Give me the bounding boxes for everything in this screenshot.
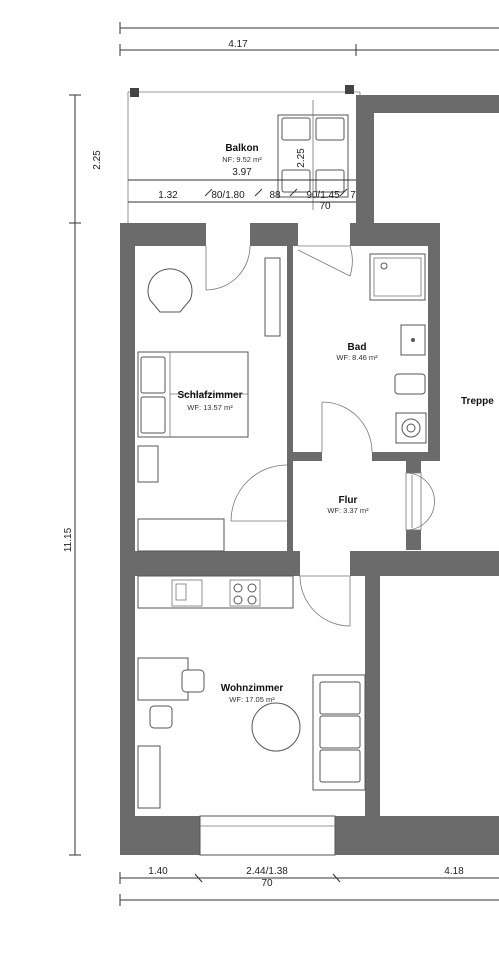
balkon-label: Balkon bbox=[225, 143, 258, 154]
dim-balcony-table: 2.25 bbox=[296, 148, 307, 168]
dim-balcony-seg-6: 70 bbox=[319, 201, 331, 212]
sink bbox=[400, 324, 426, 356]
dim-left-height: 11.15 bbox=[63, 527, 74, 552]
dim-bottom-seg-1: 1.40 bbox=[148, 866, 168, 877]
balcony-post-right bbox=[345, 85, 354, 94]
treppe-label: Treppe bbox=[461, 396, 494, 407]
dim-balcony-seg-2: 80/1.80 bbox=[211, 190, 245, 201]
wohnzimmer-area: WF: 17.05 m² bbox=[229, 695, 275, 704]
dim-balcony-seg-3: 88 bbox=[269, 190, 281, 201]
shower bbox=[369, 253, 426, 301]
walls bbox=[120, 95, 499, 856]
dim-balcony-depth: 2.25 bbox=[92, 150, 103, 170]
balcony-post-left bbox=[130, 88, 139, 97]
wohnzimmer-label: Wohnzimmer bbox=[221, 683, 284, 694]
toilet bbox=[394, 373, 426, 395]
sideboard bbox=[137, 745, 161, 809]
armchair bbox=[147, 268, 193, 313]
top-dimensions: 4.17 bbox=[119, 22, 499, 56]
left-dimensions: 2.25 11.15 bbox=[63, 94, 103, 856]
living-window bbox=[199, 815, 336, 856]
dim-bottom-seg-2: 2.44/1.38 bbox=[246, 866, 288, 877]
kitchen-counter bbox=[137, 575, 294, 609]
bad-label: Bad bbox=[348, 342, 367, 353]
dim-balcony-seg-5: 7 bbox=[350, 190, 356, 201]
bad-area: WF: 8.46 m² bbox=[336, 353, 378, 362]
flur-area: WF: 3.37 m² bbox=[327, 506, 369, 515]
chair bbox=[149, 705, 173, 729]
balkon-area: NF: 9.52 m² bbox=[222, 155, 262, 164]
dim-balcony-seg-4: 90/1.45 bbox=[306, 190, 340, 201]
desk bbox=[137, 518, 225, 552]
wardrobe bbox=[264, 257, 281, 337]
schlafzimmer-area: WF: 13.57 m² bbox=[187, 403, 233, 412]
dim-bottom-seg-4: 4.18 bbox=[444, 866, 464, 877]
coffee-table bbox=[251, 702, 301, 752]
flur: Flur WF: 3.37 m² bbox=[327, 472, 435, 531]
flur-label: Flur bbox=[339, 495, 358, 506]
dim-balcony-seg-1: 1.32 bbox=[158, 190, 178, 201]
living-room: Wohnzimmer WF: 17.05 m² bbox=[137, 575, 366, 809]
balcony: Balkon NF: 9.52 m² 3.97 2.25 1.32 80/1.8… bbox=[127, 85, 361, 223]
dim-bottom-seg-3: 70 bbox=[261, 878, 273, 889]
dim-top-width: 4.17 bbox=[228, 39, 248, 50]
bathroom: Bad WF: 8.46 m² bbox=[297, 245, 427, 453]
nightstand bbox=[137, 445, 159, 483]
living-desk bbox=[137, 657, 189, 701]
bedroom: Schlafzimmer WF: 13.57 m² bbox=[137, 245, 288, 552]
schlafzimmer-label: Schlafzimmer bbox=[177, 390, 242, 401]
dim-balcony-width: 3.97 bbox=[232, 167, 252, 178]
bottom-dimensions: 1.40 2.44/1.38 70 4.18 bbox=[119, 866, 499, 906]
desk-chair bbox=[181, 669, 205, 693]
